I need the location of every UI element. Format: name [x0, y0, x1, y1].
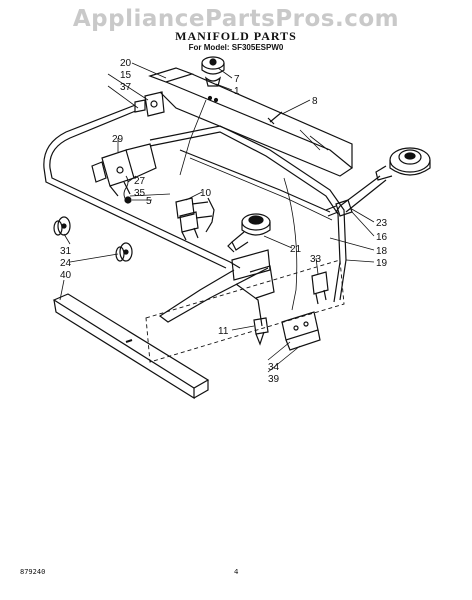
callout-20: 20: [120, 58, 132, 69]
callout-16: 16: [376, 232, 388, 243]
front-panel-40: [52, 293, 210, 400]
callout-27: 27: [134, 176, 146, 187]
callout-29: 29: [112, 134, 124, 145]
callout-labels: 20 15 37 7 1 8 29 27 35 5 10 23 16 18 19…: [60, 58, 388, 385]
callout-19: 19: [376, 258, 388, 269]
diagram-code: 879240: [20, 568, 46, 576]
callout-31: 31: [60, 246, 72, 257]
callout-11: 11: [218, 326, 229, 337]
switch-34-39: [281, 311, 321, 351]
callout-40: 40: [60, 270, 72, 281]
callout-7: 7: [234, 74, 240, 85]
page-number: 4: [234, 568, 239, 576]
leader-lines: [59, 62, 375, 373]
callout-5: 5: [146, 196, 152, 207]
knob-31: [53, 216, 71, 236]
watermark: AppliancePartsPros.com: [72, 6, 400, 32]
callout-37: 37: [120, 82, 132, 93]
model-subtitle: For Model: SF305ESPW0: [188, 43, 284, 52]
switch-33: [311, 271, 329, 305]
callout-23: 23: [376, 218, 388, 229]
callout-34: 34: [268, 362, 280, 373]
valve-29: [91, 143, 157, 197]
manifold-tube: [43, 99, 241, 269]
callout-35: 35: [134, 188, 146, 199]
manifold-top-bracket: [148, 67, 354, 177]
callout-18: 18: [376, 246, 388, 257]
part-11: [253, 317, 269, 346]
callout-15: 15: [120, 70, 132, 81]
callout-1: 1: [234, 86, 240, 97]
valve-group-10: [175, 197, 215, 241]
burner-23: [335, 147, 431, 213]
callout-33: 33: [310, 254, 322, 265]
valve-spring: [123, 175, 132, 204]
left-bracket: [144, 91, 165, 117]
callout-10: 10: [200, 188, 212, 199]
callout-21: 21: [290, 244, 302, 255]
burner-21: [227, 213, 271, 253]
callout-39: 39: [268, 374, 280, 385]
lower-bracket-bar: [158, 249, 275, 327]
diagram-title: MANIFOLD PARTS: [175, 29, 297, 43]
knob-24: [115, 242, 133, 262]
dashed-assembly-outline: [145, 259, 345, 363]
callout-8: 8: [312, 96, 318, 107]
screw-8: [267, 111, 283, 125]
callout-24: 24: [60, 258, 72, 269]
